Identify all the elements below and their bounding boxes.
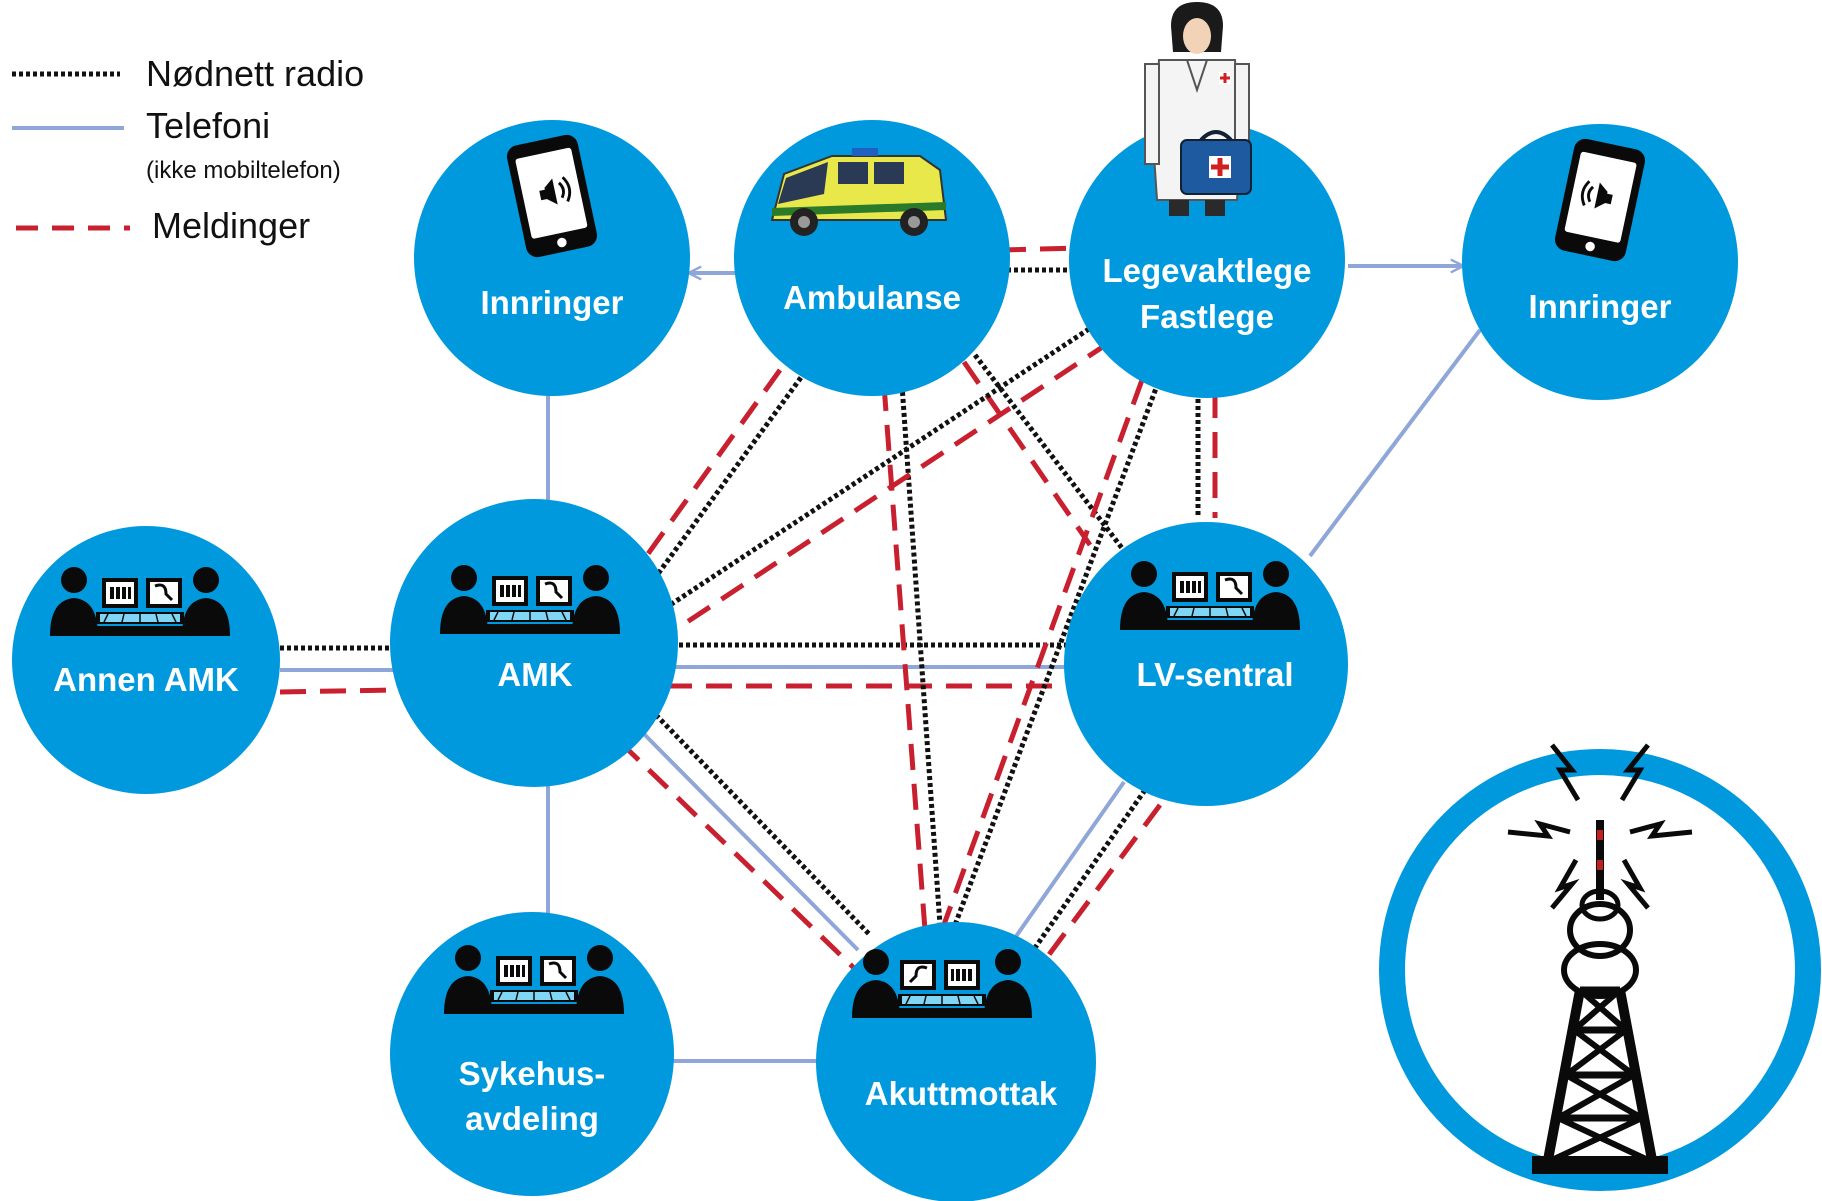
- radio-line-ambulanse-amk: [652, 370, 808, 580]
- legend-phone-label: Telefoni: [146, 105, 270, 146]
- radio-line-legevakt-akuttmottak: [952, 382, 1161, 926]
- message-line-ambulanse-akuttmottak: [881, 384, 928, 931]
- phone-line-innringer-lvsentral: [1308, 328, 1482, 558]
- node-label-lv-sentral: LV-sentral: [1136, 656, 1293, 693]
- phone-line-amk-akuttmottak: [638, 728, 860, 952]
- node-annen-amk: Annen AMK: [12, 526, 280, 794]
- node-ambulanse: Ambulanse: [734, 120, 1010, 396]
- node-label-innringer-left: Innringer: [480, 284, 623, 321]
- node-label-ambulanse: Ambulanse: [783, 279, 961, 316]
- message-line-lvsentral-akuttmottak: [1042, 803, 1163, 962]
- radio-line-lvsentral-akuttmottak: [1027, 788, 1148, 957]
- ambulance-icon: [770, 148, 948, 236]
- phone-line-lvsentral-akuttmottak: [1008, 780, 1126, 947]
- node-label-innringer-right: Innringer: [1528, 288, 1671, 325]
- radio-tower-icon: [1507, 743, 1693, 1174]
- node-sykehus: Sykehus- avdeling: [390, 912, 674, 1196]
- legend-phone-note: (ikke mobiltelefon): [146, 157, 341, 184]
- node-label-sykehus-line1: Sykehus-: [459, 1055, 606, 1092]
- message-line-legevakt-amk: [673, 339, 1112, 633]
- legend: Nødnett radio Telefoni (ikke mobiltelefo…: [12, 53, 364, 246]
- node-label-amk: AMK: [497, 656, 572, 693]
- node-label-annen-amk: Annen AMK: [53, 661, 239, 698]
- node-label-sykehus-line2: avdeling: [465, 1100, 599, 1137]
- doctor-icon: [1144, 2, 1252, 216]
- legend-radio-label: Nødnett radio: [146, 53, 364, 94]
- radio-line-ambulanse-lvsentral: [973, 353, 1130, 558]
- connection-lines: [279, 245, 1482, 1063]
- radio-line-amk-akuttmottak: [654, 713, 872, 937]
- node-legevakt: Legevaktlege Fastlege: [1069, 122, 1345, 398]
- node-label-akuttmottak: Akuttmottak: [865, 1075, 1058, 1112]
- message-line-amk-akuttmottak: [618, 740, 858, 972]
- message-line-annenamk-amk: [279, 687, 396, 695]
- node-lv-sentral: LV-sentral: [1064, 522, 1348, 806]
- message-line-ambulanse-legevakt: [999, 245, 1081, 253]
- node-label-legevakt-line2: Fastlege: [1140, 298, 1274, 335]
- node-innringer-left: Innringer: [414, 120, 690, 396]
- message-line-ambulanse-lvsentral: [961, 360, 1093, 547]
- node-radio-tower: [1379, 743, 1821, 1191]
- radio-line-ambulanse-akuttmottak: [899, 384, 943, 926]
- legend-messages-label: Meldinger: [152, 205, 310, 246]
- radio-line-legevakt-amk: [668, 322, 1097, 608]
- node-akuttmottak: Akuttmottak: [816, 922, 1096, 1201]
- node-innringer-right: Innringer: [1462, 124, 1738, 400]
- message-line-ambulanse-amk: [637, 368, 783, 567]
- message-line-legevakt-akuttmottak: [939, 379, 1145, 931]
- node-amk: AMK: [390, 499, 678, 787]
- node-label-legevakt-line1: Legevaktlege: [1102, 252, 1311, 289]
